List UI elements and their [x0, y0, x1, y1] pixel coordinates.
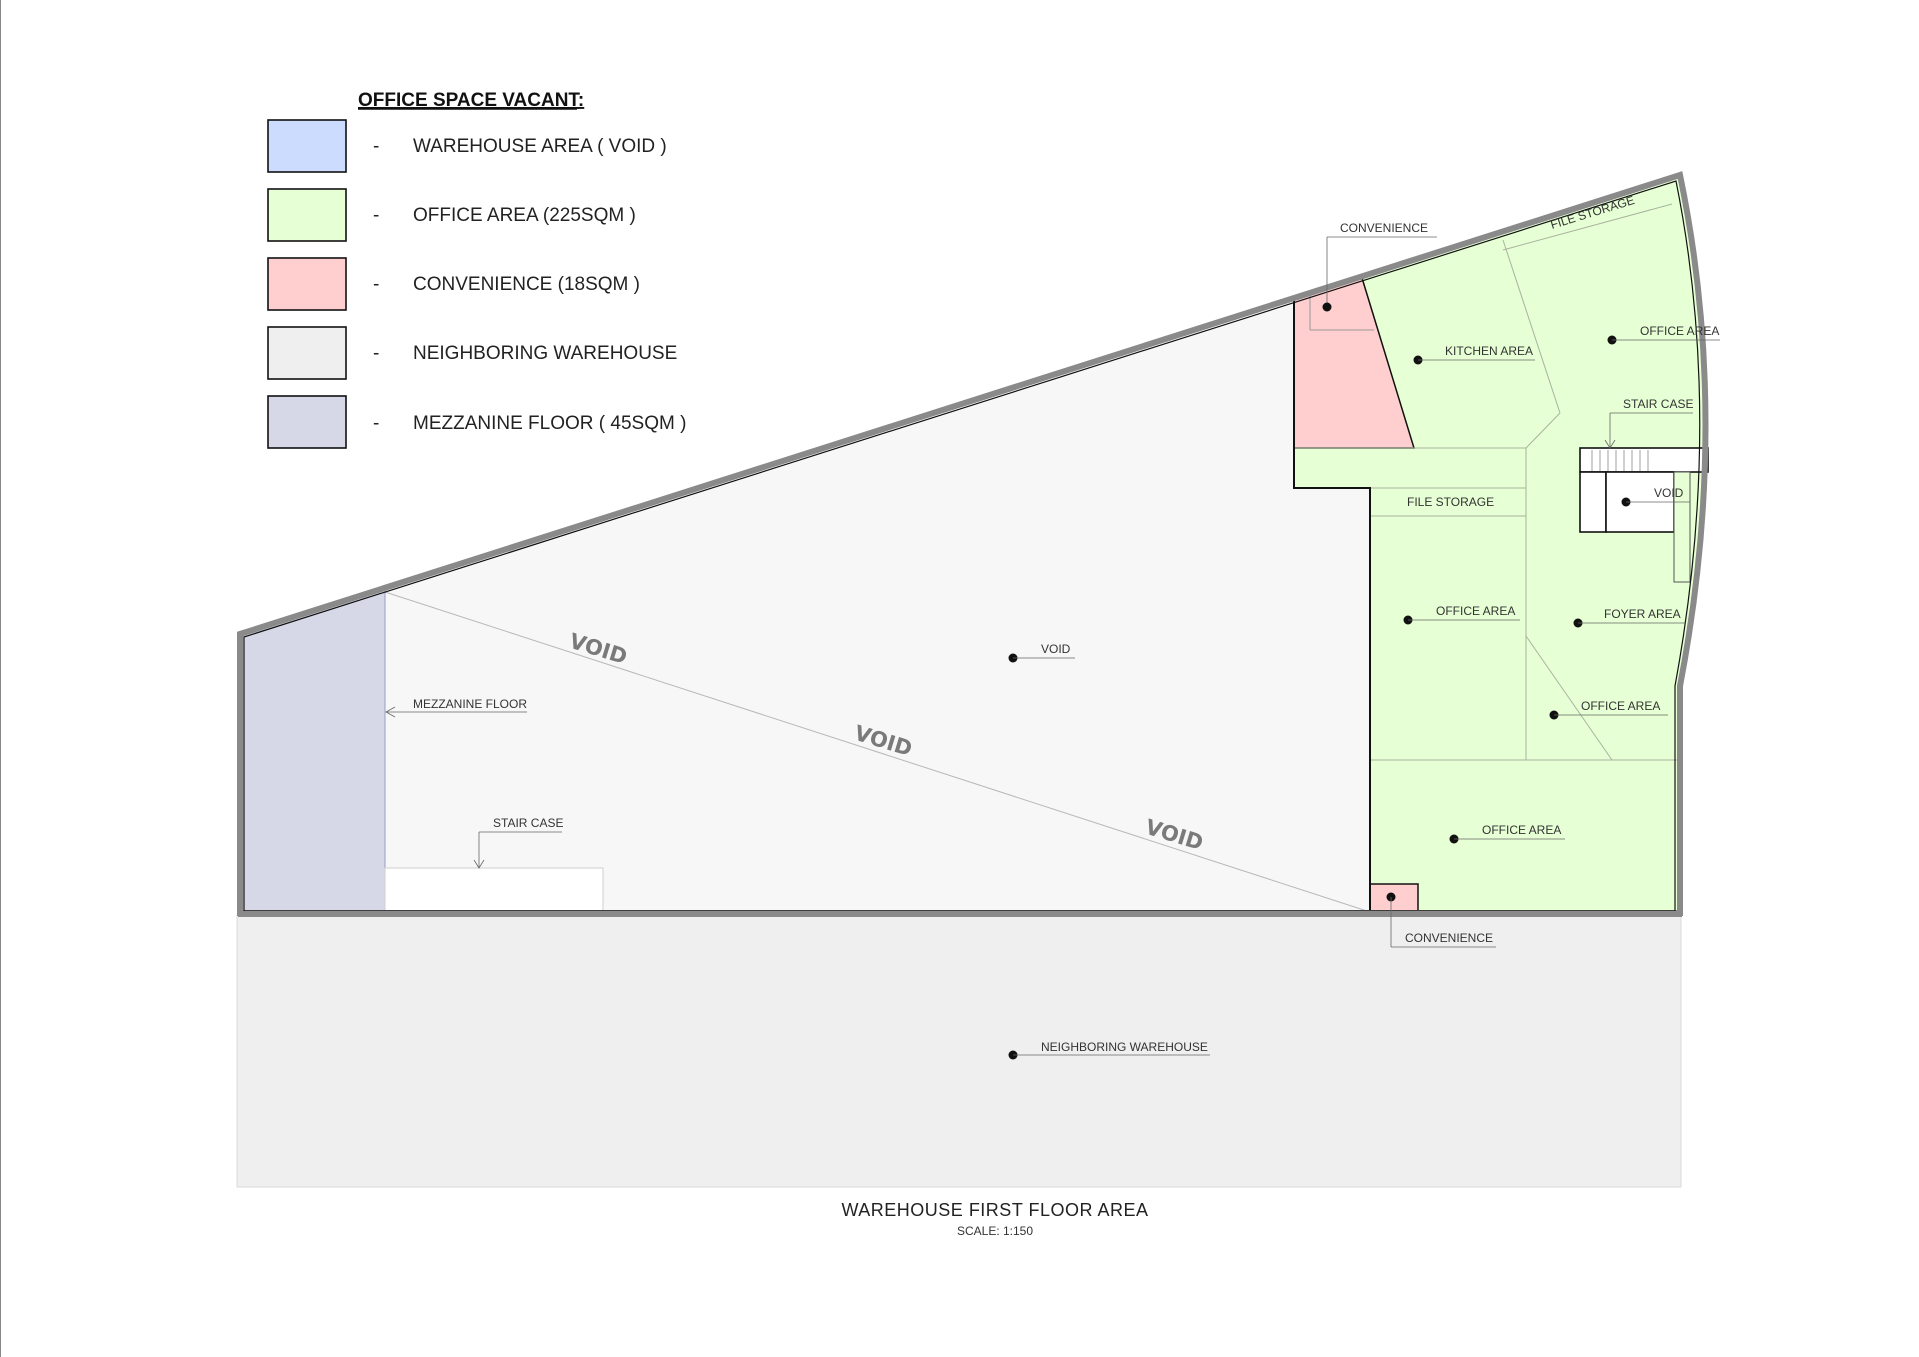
staircase-right-steps — [1591, 450, 1649, 472]
drawing-scale: SCALE: 1:150 — [957, 1224, 1033, 1238]
office-area-region — [1294, 177, 1704, 913]
mezzanine-floor-area — [242, 591, 385, 913]
legend-swatch-convenience — [267, 257, 347, 311]
legend-label-mezzanine: MEZZANINE FLOOR ( 45SQM ) — [413, 413, 686, 434]
stair-case-left-label: STAIR CASE — [493, 816, 563, 830]
legend-dash: - — [373, 274, 379, 295]
foyer-area-label: FOYER AREA — [1604, 607, 1681, 621]
legend: OFFICE SPACE VACANT: - WAREHOUSE AREA ( … — [267, 90, 686, 449]
legend-label-convenience: CONVENIENCE (18SQM ) — [413, 274, 640, 295]
void-right-box — [1579, 471, 1607, 533]
legend-dash: - — [373, 205, 379, 226]
legend-swatch-neighboring — [267, 326, 347, 380]
void-diagonal-line — [384, 591, 1371, 913]
legend-dash: - — [373, 343, 379, 364]
neighboring-warehouse-area — [236, 914, 1682, 1188]
outer-wall — [237, 171, 1709, 916]
convenience-bottom-label: CONVENIENCE — [1405, 931, 1493, 945]
neighboring-warehouse-label: NEIGHBORING WAREHOUSE — [1041, 1040, 1208, 1054]
legend-dash: - — [373, 413, 379, 434]
drawing-title: WAREHOUSE FIRST FLOOR AREA — [841, 1200, 1148, 1220]
legend-label-warehouse: WAREHOUSE AREA ( VOID ) — [413, 136, 667, 157]
stair-case-right-label: STAIR CASE — [1623, 397, 1693, 411]
convenience-top-label: CONVENIENCE — [1340, 221, 1428, 235]
staircase-right-box — [1579, 447, 1709, 473]
legend-title: OFFICE SPACE VACANT: — [358, 90, 584, 111]
kitchen-area-label: KITCHEN AREA — [1445, 344, 1533, 358]
legend-swatch-warehouse — [267, 119, 347, 173]
office-area-mid-label: OFFICE AREA — [1436, 604, 1515, 618]
legend-label-office: OFFICE AREA (225SQM ) — [413, 205, 636, 226]
void-right-label: VOID — [1654, 486, 1684, 500]
leader-arrow — [473, 859, 485, 869]
leader-arrow — [385, 706, 396, 718]
legend-swatch-mezzanine — [267, 395, 347, 449]
office-area-bottom-label: OFFICE AREA — [1482, 823, 1561, 837]
office-boundary — [1293, 300, 1371, 913]
page-border — [0, 0, 1, 1357]
label-dot — [1322, 302, 1332, 312]
legend-label-neighboring: NEIGHBORING WAREHOUSE — [413, 343, 677, 364]
office-area-right-label: OFFICE AREA — [1581, 699, 1660, 713]
legend-swatch-office — [267, 188, 347, 242]
office-area-top-label: OFFICE AREA — [1640, 324, 1719, 338]
void-label: VOID — [1041, 642, 1071, 656]
mezzanine-floor-label: MEZZANINE FLOOR — [413, 697, 527, 711]
legend-dash: - — [373, 136, 379, 157]
outer-wall-inner — [243, 180, 1701, 912]
void-right-strip — [1673, 471, 1691, 583]
leader-arrow — [1604, 439, 1616, 449]
file-storage-mid-label: FILE STORAGE — [1407, 495, 1494, 509]
staircase-left-box — [384, 867, 604, 914]
